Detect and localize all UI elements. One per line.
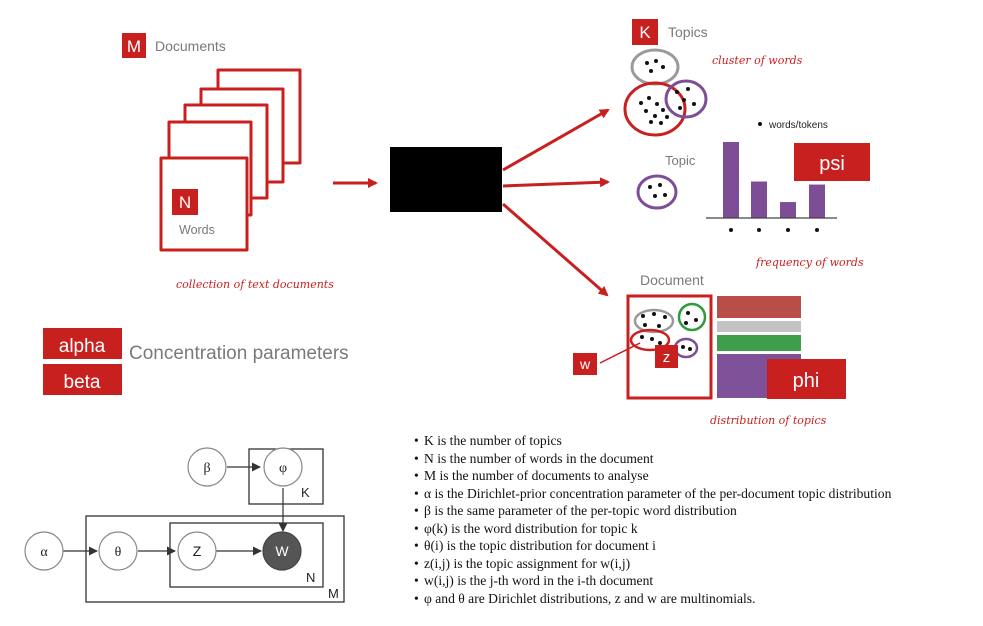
- definition-item: φ(k) is the word distribution for topic …: [414, 520, 979, 538]
- w-pointer-line: [599, 342, 641, 364]
- topics-label: Topics: [668, 24, 708, 40]
- lda-model-box: [390, 147, 502, 212]
- node-alpha: α: [24, 531, 64, 571]
- phi-badge: phi: [767, 359, 846, 399]
- node-z: Z: [177, 531, 217, 571]
- cluster-caption: cluster of words: [712, 54, 803, 67]
- beta-badge: beta: [43, 364, 122, 395]
- node-beta-label: β: [203, 461, 210, 476]
- words-label: Words: [179, 223, 215, 237]
- definition-item: z(i,j) is the topic assignment for w(i,j…: [414, 555, 979, 573]
- plate-m: [85, 515, 345, 603]
- alpha-badge: alpha: [43, 328, 122, 359]
- distribution-caption: distribution of topics: [710, 414, 827, 427]
- document-label: Document: [640, 272, 704, 288]
- psi-badge: psi: [794, 143, 870, 181]
- definition-item: N is the number of words in the document: [414, 450, 979, 468]
- concentration-label: Concentration parameters: [129, 343, 349, 364]
- word-token-dot: [757, 228, 761, 232]
- w-badge-letter: w: [579, 356, 591, 372]
- plate-k-label: K: [301, 485, 310, 500]
- node-phi-label: φ: [279, 461, 287, 476]
- document-stack: [159, 68, 302, 252]
- node-theta: θ: [98, 531, 138, 571]
- frequency-bar: [780, 202, 796, 218]
- node-alpha-label: α: [40, 545, 48, 560]
- legend-text: words/tokens: [768, 120, 828, 131]
- k-badge: K: [632, 19, 658, 45]
- definition-item: φ and θ are Dirichlet distributions, z a…: [414, 590, 979, 608]
- plate-m-label: M: [328, 586, 339, 601]
- definition-item: K is the number of topics: [414, 432, 979, 450]
- document-clusters: [629, 302, 707, 359]
- beta-badge-text: beta: [64, 372, 101, 393]
- node-theta-label: θ: [115, 545, 122, 560]
- word-token-dot: [815, 228, 819, 232]
- node-w: W: [262, 531, 302, 571]
- definition-item: M is the number of documents to analyse: [414, 467, 979, 485]
- document-box: [626, 294, 713, 400]
- node-phi: φ: [263, 447, 303, 487]
- word-frequency-chart: [706, 142, 837, 232]
- arrow-to-document: [502, 202, 609, 297]
- legend-dot: [758, 122, 762, 126]
- documents-label: Documents: [155, 38, 226, 54]
- topic-share-segment: [717, 335, 801, 351]
- plate-n-label: N: [306, 570, 315, 585]
- phi-badge-text: phi: [793, 370, 820, 392]
- frequency-bar: [723, 142, 739, 218]
- plate-diagram: β φ K α θ Z W N M: [24, 447, 345, 603]
- alpha-badge-text: alpha: [59, 336, 106, 357]
- node-z-label: Z: [193, 543, 202, 559]
- definitions-list: K is the number of topics N is the numbe…: [414, 432, 979, 607]
- z-badge-letter: z: [663, 349, 671, 366]
- definition-item: w(i,j) is the j-th word in the i-th docu…: [414, 572, 979, 590]
- w-badge: w: [573, 353, 597, 375]
- m-badge: M: [122, 33, 146, 58]
- node-beta: β: [187, 447, 227, 487]
- node-w-label: W: [275, 543, 289, 559]
- frequency-bar: [809, 184, 825, 218]
- m-badge-letter: M: [127, 37, 141, 56]
- arrow-to-topic: [502, 177, 610, 188]
- definition-item: α is the Dirichlet-prior concentration p…: [414, 485, 979, 503]
- single-topic-cluster: [636, 174, 678, 210]
- definition-item: θ(i) is the topic distribution for docum…: [414, 537, 979, 555]
- frequency-bar: [751, 181, 767, 218]
- collection-caption: collection of text documents: [176, 278, 334, 291]
- n-badge-letter: N: [179, 193, 191, 212]
- topic-share-segment: [717, 296, 801, 318]
- topic-clusters: [623, 48, 708, 137]
- psi-badge-text: psi: [819, 153, 845, 175]
- k-badge-letter: K: [639, 23, 651, 42]
- arrow-to-topics: [502, 108, 610, 172]
- topic-share-segment: [717, 321, 801, 332]
- z-badge: z: [655, 345, 678, 368]
- n-badge: N: [172, 189, 198, 215]
- topic-label: Topic: [665, 153, 696, 168]
- word-token-dot: [786, 228, 790, 232]
- definition-item: β is the same parameter of the per-topic…: [414, 502, 979, 520]
- word-token-dot: [729, 228, 733, 232]
- frequency-caption: frequency of words: [755, 256, 864, 269]
